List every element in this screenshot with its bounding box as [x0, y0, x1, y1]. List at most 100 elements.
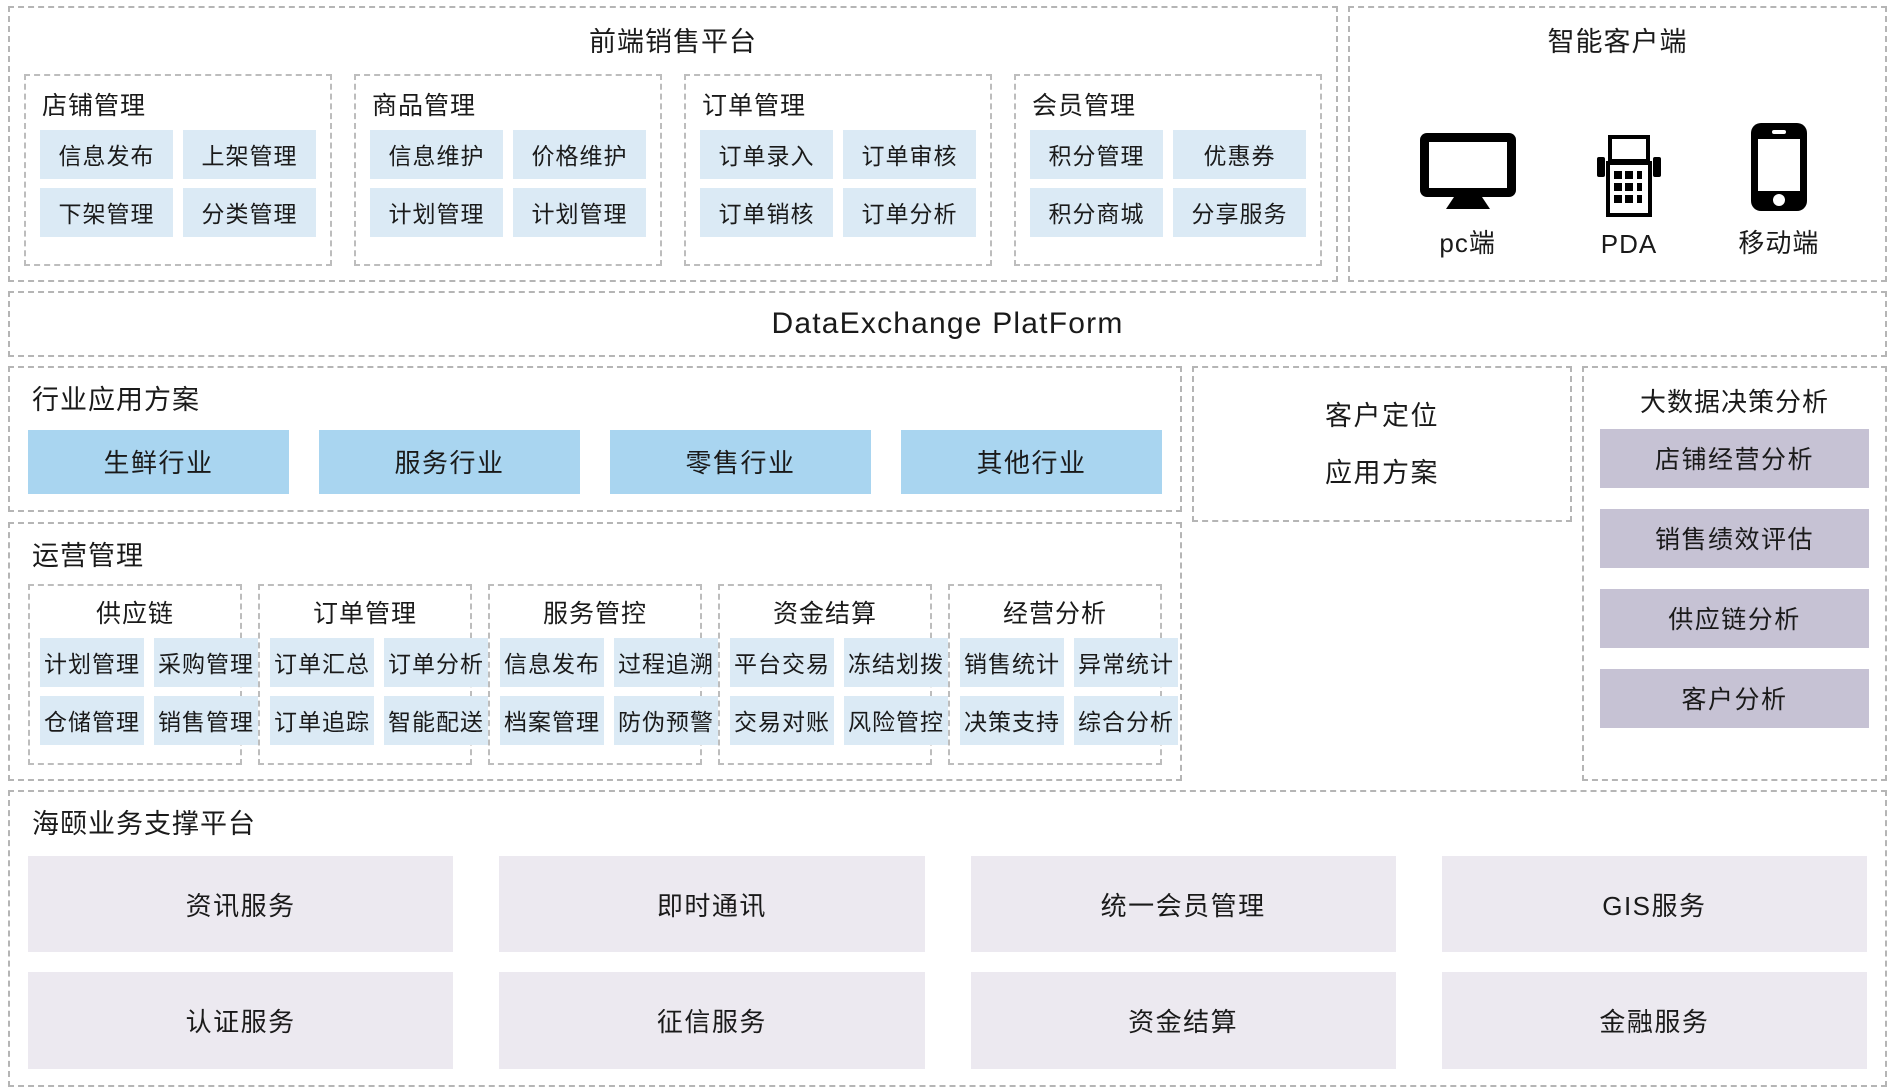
industry-chip[interactable]: 生鲜行业 — [28, 429, 289, 494]
group-order-management: 订单管理 订单录入 订单审核 订单销核 订单分析 — [684, 73, 992, 266]
group-shop-management: 店铺管理 信息发布 上架管理 下架管理 分类管理 — [24, 73, 332, 266]
ops-group-supply-chain: 供应链 计划管理 采购管理 仓储管理 销售管理 — [28, 583, 258, 765]
chip-row: 销售统计 异常统计 — [960, 637, 1178, 687]
chip-grid: 订单汇总 订单分析 订单追踪 智能配送 — [270, 637, 488, 745]
customer-positioning-panel: 客户定位 应用方案 — [1192, 366, 1572, 522]
middle-row: 行业应用方案 生鲜行业 服务行业 零售行业 其他行业 运营管理 供应链 计划管理 — [8, 366, 1887, 781]
chip-item[interactable]: 信息发布 — [500, 637, 604, 687]
industry-chip[interactable]: 零售行业 — [610, 429, 871, 494]
support-chip[interactable]: 金融服务 — [1441, 972, 1867, 1069]
big-data-chip[interactable]: 店铺经营分析 — [1600, 429, 1869, 488]
device-label: pc端 — [1439, 228, 1496, 258]
device-pc[interactable]: pc端 — [1416, 129, 1520, 260]
chip-item[interactable]: 决策支持 — [960, 695, 1064, 745]
big-data-chip-list: 店铺经营分析 销售绩效评估 供应链分析 客户分析 — [1600, 429, 1869, 765]
support-chip[interactable]: 资讯服务 — [28, 855, 454, 953]
chip-item[interactable]: 订单追踪 — [270, 695, 374, 745]
support-platform-panel: 海颐业务支撑平台 资讯服务 即时通讯 统一会员管理 GIS服务 认证服务 征信服… — [8, 790, 1887, 1087]
chip-item[interactable]: 计划管理 — [370, 187, 503, 237]
chip-grid: 计划管理 采购管理 仓储管理 销售管理 — [40, 637, 258, 745]
chip-item[interactable]: 档案管理 — [500, 695, 604, 745]
big-data-chip[interactable]: 销售绩效评估 — [1600, 509, 1869, 568]
chip-item[interactable]: 销售管理 — [154, 695, 258, 745]
device-label: PDA — [1600, 229, 1658, 259]
chip-item[interactable]: 分类管理 — [183, 187, 316, 237]
industry-chip[interactable]: 服务行业 — [319, 429, 580, 494]
chip-item[interactable]: 计划管理 — [513, 187, 646, 237]
chip-item[interactable]: 智能配送 — [384, 695, 488, 745]
support-chip[interactable]: 统一会员管理 — [970, 855, 1396, 953]
chip-item[interactable]: 销售统计 — [960, 637, 1064, 687]
support-chip[interactable]: 认证服务 — [28, 972, 454, 1069]
industry-chip[interactable]: 其他行业 — [901, 429, 1162, 494]
group-title: 店铺管理 — [42, 91, 147, 120]
chip-item[interactable]: 信息维护 — [370, 129, 503, 179]
group-title: 供应链 — [95, 599, 174, 628]
chip-item[interactable]: 积分管理 — [1030, 129, 1163, 179]
chip-item[interactable]: 综合分析 — [1074, 695, 1178, 745]
big-data-chip[interactable]: 客户分析 — [1600, 669, 1869, 728]
big-data-analysis-panel: 大数据决策分析 店铺经营分析 销售绩效评估 供应链分析 客户分析 — [1582, 366, 1887, 781]
chip-grid: 信息维护 价格维护 计划管理 计划管理 — [370, 129, 646, 237]
group-title: 会员管理 — [1032, 91, 1137, 120]
spacer — [1192, 522, 1572, 781]
chip-item[interactable]: 过程追溯 — [614, 637, 718, 687]
top-row: 前端销售平台 店铺管理 信息发布 上架管理 下架管理 分类管理 — [8, 6, 1887, 282]
device-pda[interactable]: PDA — [1591, 133, 1667, 260]
operations-management-title: 运营管理 — [32, 540, 144, 571]
chip-row: 平台交易 冻结划拨 — [730, 637, 948, 687]
group-product-management: 商品管理 信息维护 价格维护 计划管理 计划管理 — [354, 73, 662, 266]
support-chip[interactable]: GIS服务 — [1441, 855, 1867, 953]
chip-item[interactable]: 分享服务 — [1173, 187, 1306, 237]
group-title: 资金结算 — [772, 599, 877, 628]
chip-item[interactable]: 订单销核 — [700, 187, 833, 237]
chip-row: 计划管理 计划管理 — [370, 187, 646, 237]
chip-item[interactable]: 计划管理 — [40, 637, 144, 687]
group-title: 订单管理 — [702, 91, 807, 120]
chip-grid: 订单录入 订单审核 订单销核 订单分析 — [700, 129, 976, 237]
chip-item[interactable]: 上架管理 — [183, 129, 316, 179]
chip-item[interactable]: 冻结划拨 — [844, 637, 948, 687]
support-chip-row: 资讯服务 即时通讯 统一会员管理 GIS服务 — [28, 855, 1867, 953]
chip-item[interactable]: 优惠券 — [1173, 129, 1306, 179]
support-chip-grid: 资讯服务 即时通讯 统一会员管理 GIS服务 认证服务 征信服务 资金结算 金融… — [28, 852, 1867, 1069]
support-platform-title: 海颐业务支撑平台 — [32, 809, 256, 839]
chip-item[interactable]: 异常统计 — [1074, 637, 1178, 687]
support-chip[interactable]: 即时通讯 — [499, 855, 925, 953]
chip-item[interactable]: 订单分析 — [384, 637, 488, 687]
chip-item[interactable]: 下架管理 — [40, 187, 173, 237]
chip-item[interactable]: 信息发布 — [40, 129, 173, 179]
industry-chip-list: 生鲜行业 服务行业 零售行业 其他行业 — [28, 428, 1162, 494]
chip-item[interactable]: 防伪预警 — [614, 695, 718, 745]
group-title: 商品管理 — [372, 91, 477, 120]
support-chip[interactable]: 征信服务 — [499, 972, 925, 1069]
big-data-chip[interactable]: 供应链分析 — [1600, 589, 1869, 648]
industry-solutions-title: 行业应用方案 — [32, 385, 200, 415]
chip-row: 下架管理 分类管理 — [40, 187, 316, 237]
chip-row: 计划管理 采购管理 — [40, 637, 258, 687]
chip-item[interactable]: 风险管控 — [844, 695, 948, 745]
chip-item[interactable]: 订单审核 — [843, 129, 976, 179]
chip-row: 档案管理 防伪预警 — [500, 695, 718, 745]
chip-item[interactable]: 订单分析 — [843, 187, 976, 237]
ops-group-order-management: 订单管理 订单汇总 订单分析 订单追踪 智能配送 — [258, 583, 488, 765]
chip-item[interactable]: 订单汇总 — [270, 637, 374, 687]
device-label: 移动端 — [1738, 228, 1820, 258]
chip-row: 信息发布 过程追溯 — [500, 637, 718, 687]
chip-item[interactable]: 订单录入 — [700, 129, 833, 179]
chip-item[interactable]: 仓储管理 — [40, 695, 144, 745]
chip-item[interactable]: 交易对账 — [730, 695, 834, 745]
device-list: pc端 — [1364, 74, 1871, 266]
chip-item[interactable]: 采购管理 — [154, 637, 258, 687]
chip-item[interactable]: 价格维护 — [513, 129, 646, 179]
support-chip[interactable]: 资金结算 — [970, 972, 1396, 1069]
chip-grid: 平台交易 冻结划拨 交易对账 风险管控 — [730, 637, 948, 745]
big-data-analysis-title: 大数据决策分析 — [1639, 387, 1829, 417]
chip-item[interactable]: 积分商城 — [1030, 187, 1163, 237]
chip-row: 决策支持 综合分析 — [960, 695, 1178, 745]
chip-item[interactable]: 平台交易 — [730, 637, 834, 687]
chip-row: 订单追踪 智能配送 — [270, 695, 488, 745]
chip-row: 订单销核 订单分析 — [700, 187, 976, 237]
chip-row: 信息发布 上架管理 — [40, 129, 316, 179]
device-mobile[interactable]: 移动端 — [1738, 121, 1819, 260]
